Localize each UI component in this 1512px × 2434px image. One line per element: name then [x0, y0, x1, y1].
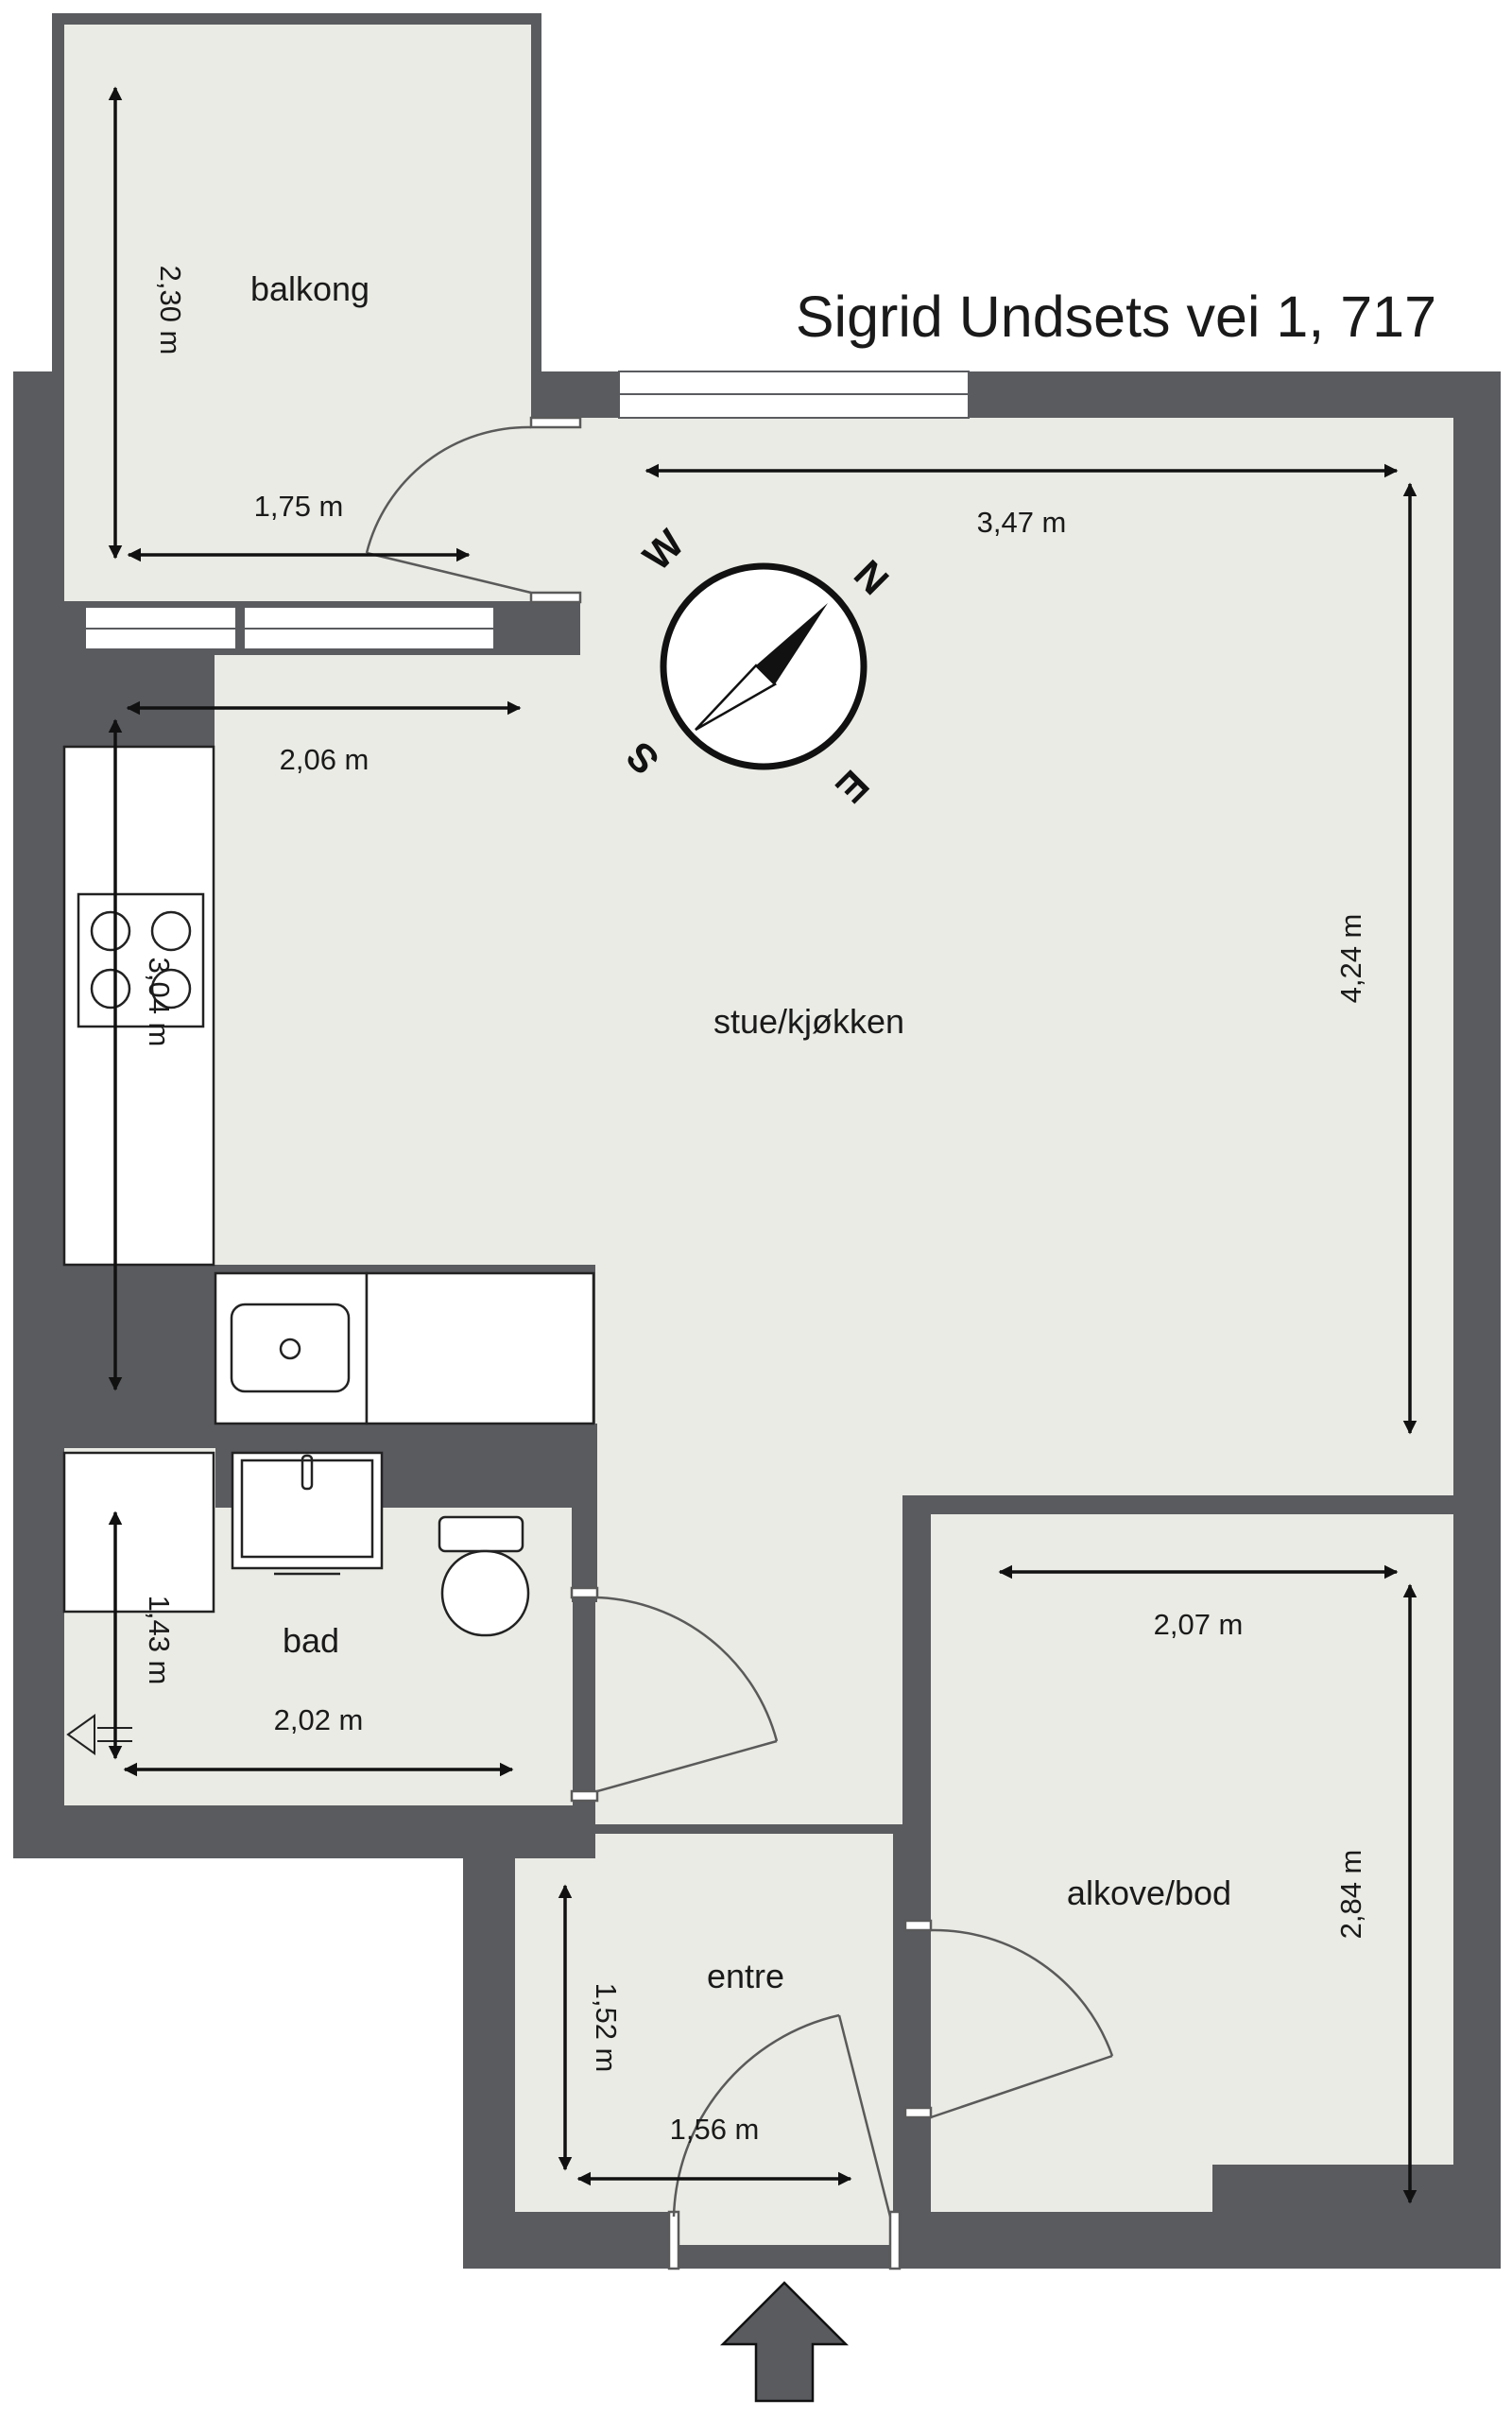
dim-balkong-width: 1,75 m — [254, 490, 344, 523]
bath-sink-inner — [240, 1459, 374, 1559]
entry-left-wall — [463, 1858, 515, 2269]
entrance-jamb-left — [667, 2210, 680, 2270]
stove-burner-2 — [150, 910, 192, 952]
alcove-left-wall — [905, 1495, 931, 1921]
bath-door-swing — [596, 1596, 779, 1742]
alcove-door-leaf — [930, 2054, 1113, 2119]
dim-stue-width: 3,47 m — [977, 506, 1067, 539]
entrance-arrow-icon — [719, 2281, 850, 2403]
alcove-left-wall-lower — [905, 2117, 931, 2212]
bath-right-wall — [572, 1508, 597, 1602]
floors — [64, 25, 1453, 2212]
stove-burner-4 — [150, 968, 192, 1010]
dim-kitchen-width: 2,06 m — [280, 743, 369, 776]
room-label-balkong: balkong — [250, 269, 369, 308]
kitchen-sink-drain — [279, 1338, 301, 1360]
compass-needle-south — [695, 664, 778, 732]
dimension-labels: 2,30 m 1,75 m 2,06 m 3,47 m 4,24 m 3,04 … — [143, 266, 1367, 2146]
dim-entre-width: 1,56 m — [670, 2113, 760, 2146]
entry-bottom-wall-left — [463, 2212, 676, 2269]
toilet-seat — [440, 1549, 530, 1637]
kitchen-niche-wall — [64, 1265, 215, 1424]
balcony-door-jamb-bottom — [529, 591, 582, 604]
dim-kitchen-height: 3,04 m — [143, 958, 176, 1047]
windows — [84, 371, 970, 650]
dim-entre-height: 1,52 m — [590, 1983, 623, 2073]
dim-balkong-height: 2,30 m — [154, 266, 187, 355]
room-label-bad: bad — [283, 1621, 339, 1660]
alcove-floor — [931, 1514, 1453, 2212]
balcony-door-swing — [365, 425, 532, 554]
kitchen-counter-right — [365, 1271, 595, 1425]
bath-sink — [231, 1451, 384, 1570]
bath-door-jamb-top — [570, 1586, 599, 1599]
alcove-door-jamb-bottom — [903, 2106, 933, 2119]
dim-alkove-height: 2,84 m — [1334, 1850, 1367, 1940]
room-labels: balkong stue/kjøkken bad entre alkove/bo… — [250, 269, 1231, 1995]
room-label-stue: stue/kjøkken — [713, 1002, 904, 1041]
dimension-lines — [108, 86, 1418, 2204]
entrance-door-leaf — [837, 2014, 892, 2218]
dim-bad-height: 1,43 m — [143, 1596, 176, 1685]
kitchen-sink-counter — [214, 1271, 369, 1425]
entry-floor — [515, 1834, 893, 2212]
dim-stue-height: 4,24 m — [1334, 914, 1367, 1004]
dim-bad-width: 2,02 m — [274, 1703, 364, 1736]
alcove-door-jamb-top — [903, 1919, 933, 1932]
entry-bottom-wall-right — [893, 2212, 1501, 2269]
entrance-opening — [676, 2212, 893, 2245]
bath-cabinet — [62, 1451, 215, 1614]
room-label-alkove: alkove/bod — [1067, 1873, 1231, 1912]
compass-needle-north — [756, 603, 828, 684]
living-kitchen-floor — [64, 418, 1453, 1824]
bath-bottom-wall-left — [13, 1805, 595, 1858]
toilet-tank — [438, 1515, 524, 1553]
entrance-jamb-right — [888, 2210, 902, 2270]
stove-top — [77, 892, 205, 1028]
fixtures — [62, 745, 595, 1637]
plan-title: Sigrid Undsets vei 1, 717 — [796, 285, 1436, 349]
bath-sink-faucet — [301, 1454, 314, 1491]
room-label-entre: entre — [707, 1957, 784, 1995]
bath-door-jamb-bottom — [570, 1789, 599, 1803]
alcove-door-swing — [930, 1928, 1114, 2057]
balcony-door-jamb-top — [529, 416, 582, 429]
kitchen-counter — [62, 745, 215, 1267]
kitchen-sink-basin — [230, 1303, 351, 1393]
bath-door-leaf — [596, 1739, 778, 1793]
dim-alkove-width: 2,07 m — [1154, 1608, 1244, 1641]
